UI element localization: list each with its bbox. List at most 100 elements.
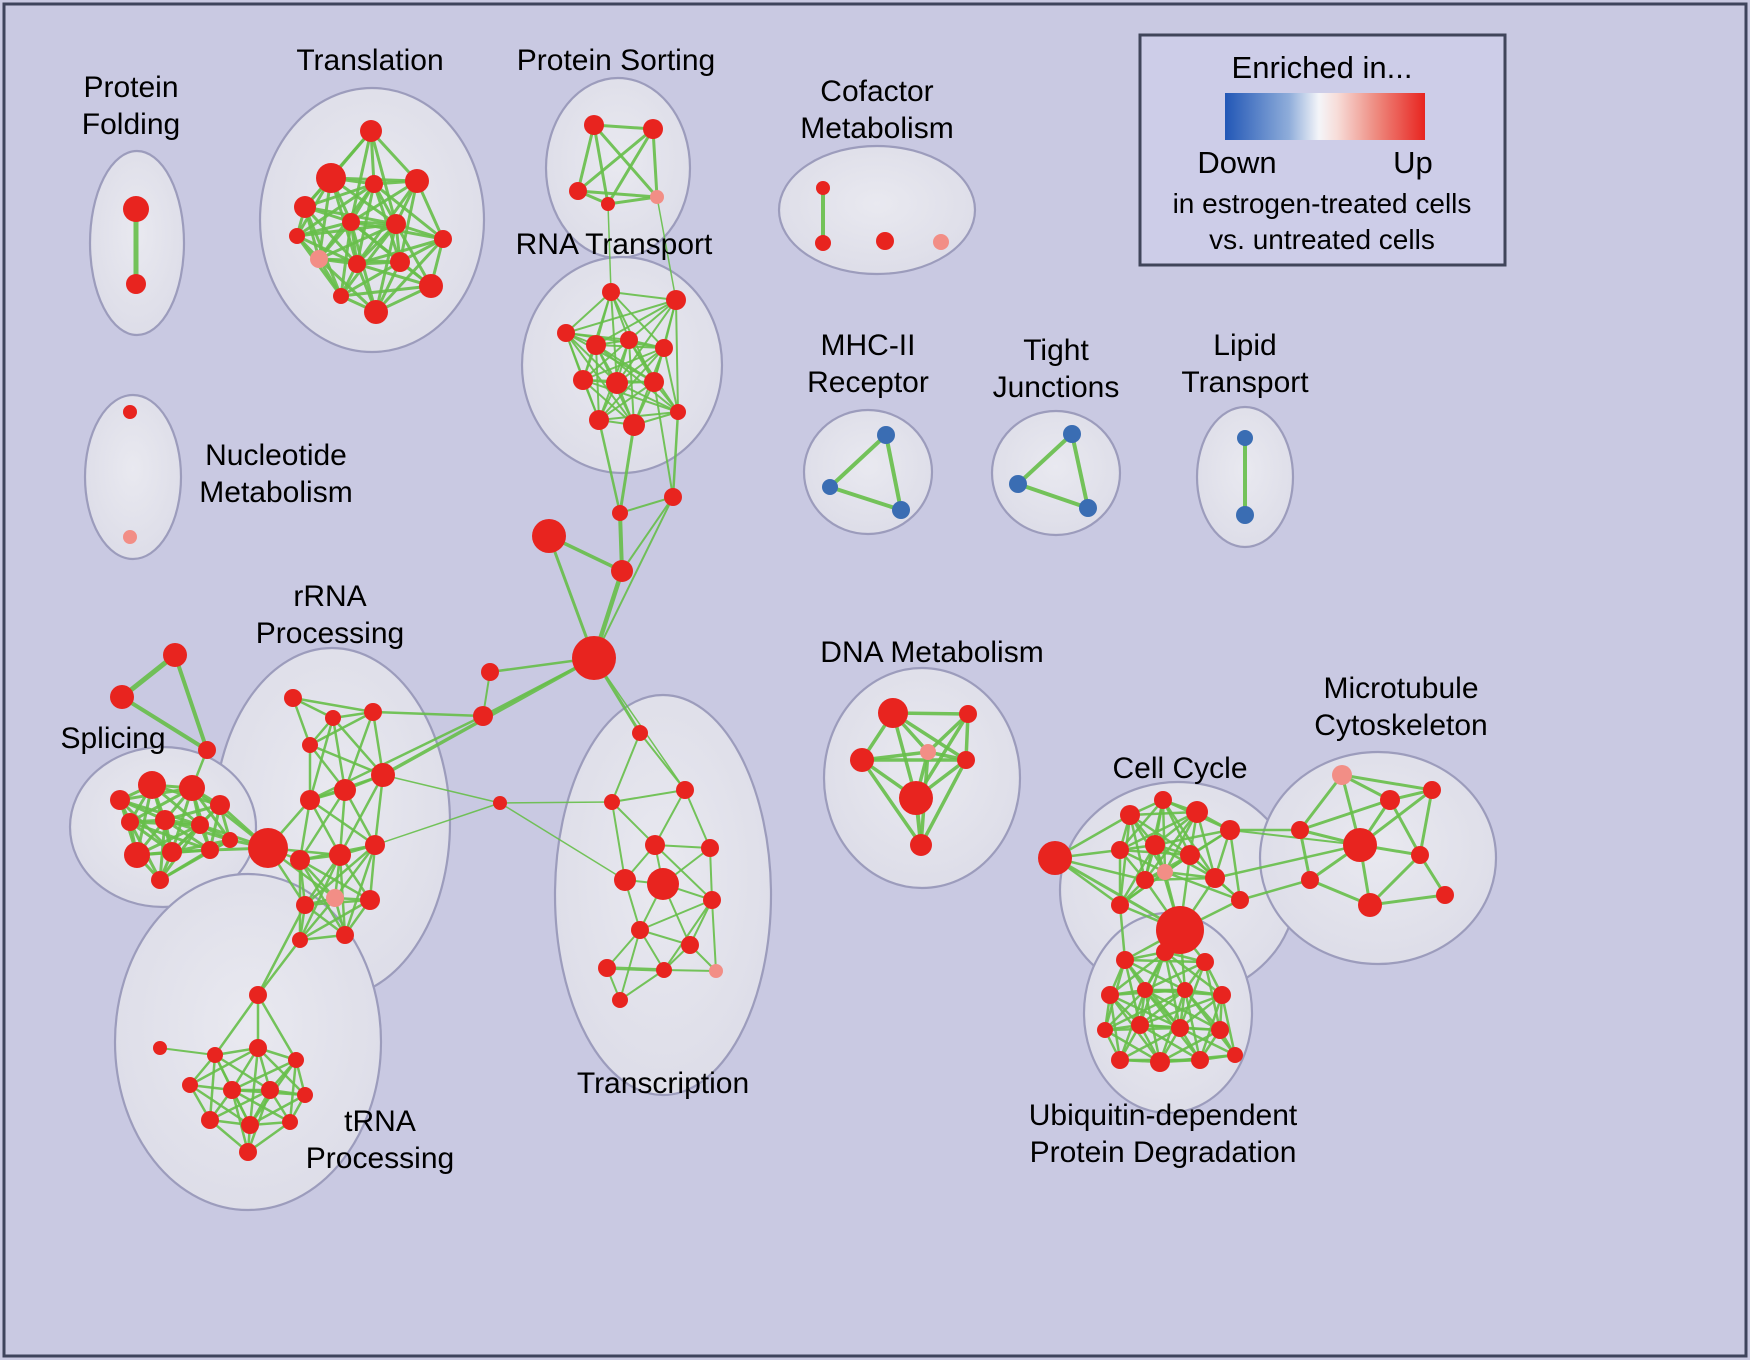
node-130 xyxy=(1157,864,1173,880)
edge xyxy=(303,182,376,209)
edge xyxy=(338,773,385,857)
node-10 xyxy=(348,255,366,273)
edge xyxy=(663,969,717,972)
node-63 xyxy=(121,813,139,831)
edge xyxy=(1298,798,1392,832)
edge xyxy=(256,938,302,997)
edge xyxy=(1178,1026,1237,1057)
edge xyxy=(298,896,337,942)
node-43 xyxy=(1063,425,1081,443)
node-113 xyxy=(612,992,628,1008)
edge xyxy=(1108,950,1167,997)
node-7 xyxy=(342,213,360,231)
node-87 xyxy=(249,986,267,1004)
node-85 xyxy=(336,926,354,944)
edge xyxy=(1220,993,1237,1057)
edge xyxy=(684,789,711,849)
node-144 xyxy=(1116,951,1134,969)
cluster-ubiquitin-degradation-label: Ubiquitin-dependent xyxy=(1029,1099,1298,1132)
cluster-mhc-ii-receptor-label: Receptor xyxy=(807,366,929,399)
edge xyxy=(120,695,209,752)
node-21 xyxy=(650,190,664,204)
cluster-nucleotide-metabolism-label: Nucleotide xyxy=(205,439,347,472)
edge xyxy=(1213,843,1362,880)
edge xyxy=(173,653,209,752)
cluster-nucleotide-metabolism-ellipse xyxy=(83,393,183,561)
edge xyxy=(295,182,376,238)
edge xyxy=(1108,993,1182,1030)
edge xyxy=(606,127,655,206)
node-154 xyxy=(1211,1021,1229,1039)
edge xyxy=(369,129,398,226)
edge xyxy=(1138,993,1224,1027)
node-3 xyxy=(316,163,346,193)
edge xyxy=(919,758,968,847)
edge xyxy=(1123,958,1187,992)
node-84 xyxy=(360,890,380,910)
node-28 xyxy=(557,324,575,342)
edge xyxy=(230,1058,298,1092)
node-133 xyxy=(1156,906,1204,954)
legend: Enriched in... Down Up in estrogen-treat… xyxy=(1138,33,1507,267)
node-22 xyxy=(816,181,830,195)
node-121 xyxy=(1038,841,1072,875)
node-35 xyxy=(589,410,609,430)
node-70 xyxy=(222,832,238,848)
edge xyxy=(663,347,679,413)
edge xyxy=(1163,950,1224,997)
cluster-lipid-transport-label: Transport xyxy=(1181,366,1309,399)
cluster-tight-junctions-ellipse xyxy=(990,409,1122,537)
node-97 xyxy=(241,1116,259,1134)
cluster-nucleotide-metabolism-label: Metabolism xyxy=(199,476,352,509)
edge xyxy=(1016,432,1074,486)
node-149 xyxy=(1177,982,1193,998)
edge xyxy=(1298,773,1344,832)
node-124 xyxy=(1186,801,1208,823)
cluster-cofactor-metabolism-label: Metabolism xyxy=(800,112,953,145)
node-90 xyxy=(249,1039,267,1057)
edge xyxy=(298,853,342,942)
legend-subtitle-2: vs. untreated cells xyxy=(1209,224,1435,255)
node-1 xyxy=(126,274,146,294)
edge xyxy=(1118,903,1127,962)
edge xyxy=(711,899,717,972)
node-0 xyxy=(123,196,149,222)
edge xyxy=(1161,798,1167,874)
cluster-mhc-ii-receptor-label: MHC-II xyxy=(821,329,916,362)
node-55 xyxy=(493,796,507,810)
edge xyxy=(1238,878,1312,902)
edge xyxy=(576,123,596,193)
node-157 xyxy=(1191,1051,1209,1069)
edge xyxy=(619,969,665,1001)
node-151 xyxy=(1097,1022,1113,1038)
node-48 xyxy=(612,505,628,521)
edge xyxy=(582,339,630,381)
node-120 xyxy=(910,834,932,856)
edge xyxy=(1198,993,1224,1062)
edge xyxy=(1183,988,1237,1057)
edge xyxy=(303,205,359,266)
node-19 xyxy=(569,182,587,200)
cluster-cofactor-metabolism-label: Cofactor xyxy=(820,75,933,108)
edge xyxy=(398,179,419,264)
node-77 xyxy=(334,779,356,801)
node-69 xyxy=(151,871,169,889)
edge xyxy=(565,332,665,349)
node-116 xyxy=(850,748,874,772)
edge xyxy=(1118,810,1199,852)
edge xyxy=(1118,1026,1182,1062)
node-132 xyxy=(1111,896,1129,914)
node-123 xyxy=(1154,791,1172,809)
node-145 xyxy=(1156,943,1174,961)
edge xyxy=(598,347,665,421)
edge xyxy=(1418,788,1434,857)
cluster-microtubule-cytoskeleton-ellipse xyxy=(1258,750,1498,966)
node-12 xyxy=(419,274,443,298)
node-134 xyxy=(1231,891,1249,909)
edge xyxy=(860,758,923,847)
cluster-transcription-label: Transcription xyxy=(577,1067,749,1100)
node-125 xyxy=(1220,820,1240,840)
cluster-microtubule-cytoskeleton-label: Microtubule xyxy=(1323,672,1478,705)
node-127 xyxy=(1145,835,1165,855)
edge xyxy=(1228,828,1242,902)
